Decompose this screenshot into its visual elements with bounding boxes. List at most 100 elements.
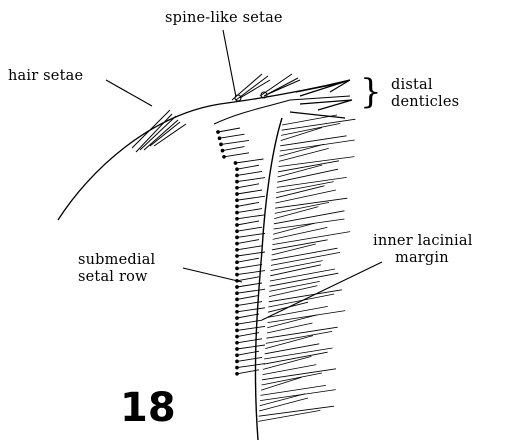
submedial-seta-base bbox=[236, 286, 239, 289]
label-distal-line2: denticles bbox=[391, 94, 459, 111]
lateral-seta bbox=[271, 248, 337, 260]
submedial-seta bbox=[237, 364, 265, 368]
label-inner-line2: margin bbox=[373, 250, 473, 267]
submedial-seta-base bbox=[236, 180, 239, 183]
submedial-seta bbox=[237, 246, 262, 250]
submedial-setal-row bbox=[217, 128, 265, 375]
submedial-seta-base bbox=[221, 149, 224, 152]
submedial-seta-base bbox=[236, 304, 239, 307]
submedial-seta-base bbox=[236, 255, 239, 258]
label-spine-like-setae: spine-like setae bbox=[165, 10, 283, 27]
submedial-seta bbox=[236, 159, 264, 163]
submedial-seta bbox=[224, 153, 249, 157]
lateral-seta bbox=[268, 311, 346, 323]
submedial-seta-base bbox=[218, 137, 221, 140]
lateral-seta bbox=[273, 223, 314, 234]
submedial-seta-base bbox=[236, 323, 239, 326]
submedial-seta-base bbox=[234, 162, 237, 165]
submedial-seta bbox=[237, 339, 262, 343]
submedial-seta bbox=[237, 357, 262, 361]
submedial-seta-base bbox=[217, 131, 220, 134]
submedial-seta-base bbox=[236, 341, 239, 344]
submedial-seta bbox=[220, 134, 245, 138]
submedial-seta-base bbox=[236, 174, 239, 177]
submedial-seta-base bbox=[220, 143, 223, 146]
submedial-seta bbox=[237, 227, 262, 231]
lateral-seta bbox=[260, 390, 336, 401]
submedial-seta-base bbox=[236, 261, 239, 264]
submedial-seta-base bbox=[236, 205, 239, 208]
submedial-seta bbox=[237, 320, 262, 324]
figure-number: 18 bbox=[120, 386, 176, 430]
submedial-seta bbox=[237, 184, 259, 188]
submedial-seta bbox=[237, 190, 262, 194]
submedial-seta bbox=[237, 202, 259, 206]
submedial-seta-base bbox=[236, 236, 239, 239]
lateral-seta bbox=[281, 123, 340, 135]
submedial-seta-base bbox=[236, 230, 239, 233]
submedial-seta-base bbox=[236, 248, 239, 251]
submedial-seta-base bbox=[236, 279, 239, 282]
submedial-seta-base bbox=[236, 335, 239, 338]
submedial-seta-base bbox=[236, 211, 239, 214]
lateral-seta bbox=[275, 198, 347, 208]
submedial-seta-base bbox=[236, 217, 239, 220]
label-submedial-line1: submedial bbox=[78, 252, 155, 269]
lateral-seta bbox=[265, 344, 320, 354]
submedial-seta bbox=[237, 240, 259, 244]
distal-denticles-brace: } bbox=[360, 72, 382, 112]
submedial-seta-base bbox=[236, 292, 239, 295]
submedial-seta-base bbox=[236, 372, 239, 375]
submedial-seta bbox=[237, 308, 265, 312]
lateral-seta bbox=[275, 202, 329, 213]
submedial-seta bbox=[218, 128, 240, 132]
lateral-seta bbox=[270, 269, 335, 281]
submedial-seta-base bbox=[236, 193, 239, 196]
submedial-seta-base bbox=[236, 348, 239, 351]
submedial-seta bbox=[237, 252, 265, 256]
submedial-seta-base bbox=[236, 329, 239, 332]
submedial-seta-base bbox=[236, 186, 239, 189]
label-hair-setae: hair setae bbox=[8, 68, 83, 85]
label-distal-denticles: distal denticles bbox=[391, 77, 459, 111]
lateral-setae bbox=[258, 115, 355, 421]
submedial-seta bbox=[237, 277, 259, 281]
submedial-seta bbox=[237, 314, 259, 318]
inner-lacinial-margin bbox=[255, 118, 282, 440]
label-distal-line1: distal bbox=[391, 77, 459, 94]
submedial-seta bbox=[237, 283, 262, 287]
submedial-seta-base bbox=[236, 298, 239, 301]
submedial-seta-base bbox=[236, 273, 239, 276]
submedial-seta bbox=[223, 147, 245, 151]
lateral-seta bbox=[273, 227, 328, 239]
submedial-seta bbox=[237, 295, 259, 299]
lateral-seta bbox=[280, 140, 355, 151]
outer-contour bbox=[58, 80, 350, 220]
lateral-seta bbox=[271, 261, 323, 271]
submedial-seta bbox=[237, 209, 262, 213]
submedial-seta bbox=[237, 289, 265, 293]
submedial-seta bbox=[237, 215, 265, 219]
lateral-seta bbox=[270, 265, 321, 276]
submedial-seta-base bbox=[236, 354, 239, 357]
submedial-seta-base bbox=[236, 317, 239, 320]
submedial-seta bbox=[221, 140, 249, 144]
submedial-seta bbox=[237, 171, 262, 175]
lateral-seta bbox=[268, 306, 328, 317]
submedial-seta bbox=[237, 178, 265, 182]
submedial-seta bbox=[237, 326, 265, 330]
lateral-seta bbox=[267, 323, 313, 333]
lateral-seta bbox=[274, 211, 345, 224]
submedial-seta-base bbox=[236, 366, 239, 369]
submedial-seta-base bbox=[223, 155, 226, 158]
lateral-seta bbox=[274, 219, 345, 229]
submedial-seta-base bbox=[236, 168, 239, 171]
submedial-seta bbox=[237, 165, 259, 169]
spine-like-setae bbox=[232, 74, 300, 101]
label-inner-line1: inner lacinial bbox=[373, 233, 473, 250]
submedial-seta-base bbox=[236, 199, 239, 202]
lateral-seta bbox=[276, 186, 324, 198]
submedial-seta bbox=[237, 345, 265, 349]
submedial-seta-base bbox=[236, 224, 239, 227]
